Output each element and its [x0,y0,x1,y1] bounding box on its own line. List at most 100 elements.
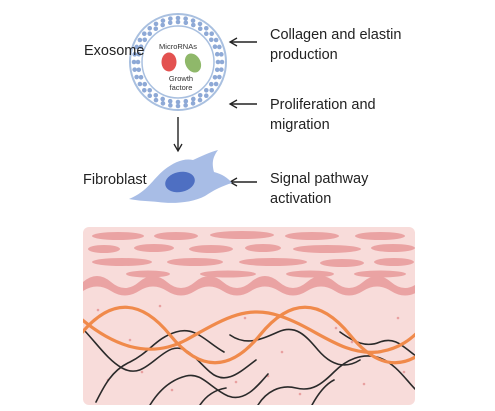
membrane-bead [217,74,222,80]
proliferation-effect-line1: Proliferation and [270,97,376,113]
exosome-membrane-beads [131,15,225,109]
membrane-bead [175,15,181,21]
membrane-bead [214,67,220,73]
membrane-bead [203,31,209,37]
membrane-bead [175,99,181,105]
skin-cell [126,270,170,278]
membrane-bead [168,16,173,21]
collagen-fiber [83,305,415,365]
membrane-bead [147,25,153,31]
membrane-bead [209,31,215,37]
membrane-bead [208,81,214,87]
membrane-bead [219,59,225,65]
membrane-bead [142,37,148,43]
skin-cell [200,270,256,278]
membrane-bead [208,37,214,43]
membrane-bead [183,98,189,104]
membrane-bead [132,52,137,57]
membrane-bead [168,103,173,108]
skin-cell [134,244,174,252]
membrane-bead [175,103,181,109]
collagen-fiber [83,310,415,354]
membrane-bead [138,44,144,49]
membrane-bead [197,92,203,98]
membrane-bead [203,87,209,93]
membrane-bead [214,51,220,57]
membrane-bead [191,22,196,28]
membrane-bead [160,18,166,23]
skin-cell [374,258,414,266]
membrane-bead [134,74,139,80]
elastin-fiber [199,387,227,405]
skin-cell [245,244,281,252]
membrane-bead [160,101,166,106]
membrane-bead [197,21,203,27]
membrane-bead [183,103,188,108]
collagen-effect-line1: Collagen and elastin [270,27,402,43]
skin-cell [285,232,339,240]
elastin-fiber [149,373,269,405]
exosome-label: Exosome [84,43,145,59]
skin-cell-layer [88,231,415,278]
membrane-bead [219,67,224,72]
signal-effect-line1: Signal pathway [270,171,369,187]
skin-cell [189,245,233,253]
membrane-bead [141,87,147,93]
membrane-bead [175,19,181,25]
skin-cell [154,232,198,240]
skin-background [83,227,415,405]
membrane-bead [137,37,143,43]
fibroblast-nucleus [165,171,195,193]
membrane-bead [137,81,143,87]
membrane-bead [203,93,209,99]
membrane-bead [147,93,153,99]
elastin-fiber [257,355,415,405]
membrane-bead [219,52,224,57]
membrane-bead [153,97,159,103]
collagen-fibers [83,305,415,365]
skin-cell [371,244,415,252]
microrna-label: MicroRNAs [159,42,197,51]
membrane-bead [134,44,139,50]
elastin-fiber [311,379,335,405]
skin-cell [88,245,120,253]
membrane-bead [213,37,219,43]
skin-cell [210,231,274,239]
skin-cell [355,232,405,240]
growth-factor-cargo-icon [184,53,202,73]
membrane-bead [141,31,147,37]
membrane-bead [142,81,148,87]
fibroblast-cell [129,150,232,203]
growth-factor-label-line1: Growth [168,74,194,83]
membrane-bead [136,51,142,57]
skin-cell [293,245,361,253]
elastin-fiber [83,329,257,379]
membrane-bead [147,87,153,93]
skin-cell [354,270,406,278]
membrane-bead [190,101,196,106]
skin-cross-section [83,227,415,405]
proliferation-effect-line2: migration [270,117,330,133]
membrane-bead [209,87,215,93]
membrane-bead [203,25,209,31]
membrane-bead [212,75,218,80]
microrna-cargo-icon [161,52,177,72]
membrane-bead [197,26,203,32]
membrane-bead [183,16,188,21]
membrane-bead [217,44,222,50]
collagen-effect-line2: production [270,47,338,63]
signal-effect-line2: activation [270,191,332,207]
membrane-bead [153,26,159,32]
membrane-bead [197,97,203,103]
membrane-bead [147,31,153,37]
skin-cell [239,258,307,266]
skin-cell [92,258,152,266]
membrane-bead [167,98,173,104]
membrane-bead [153,92,159,98]
membrane-bead [167,20,173,26]
exosome [129,13,227,111]
membrane-bead [190,18,196,23]
membrane-bead [131,59,137,65]
